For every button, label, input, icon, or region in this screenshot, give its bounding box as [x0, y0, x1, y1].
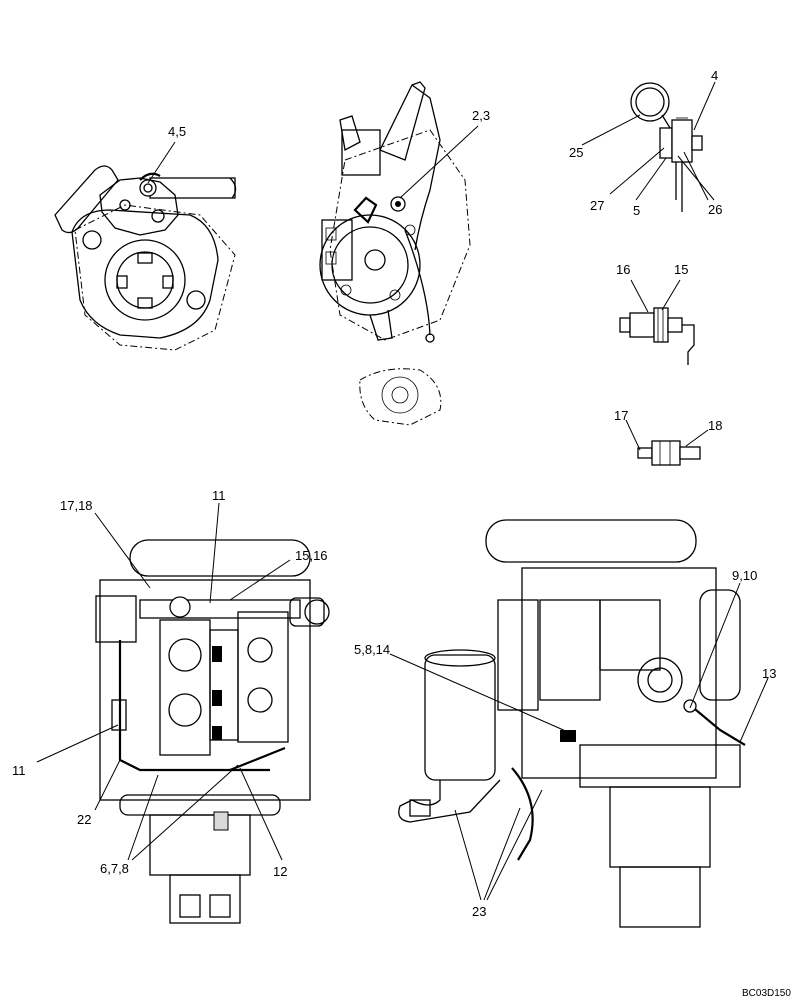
label-11-left: 11: [12, 763, 26, 778]
label-17-18: 17,18: [60, 498, 93, 513]
label-18: 18: [708, 418, 722, 433]
label-27: 27: [590, 198, 604, 213]
leader-lines: [36, 81, 769, 901]
label-26: 26: [708, 202, 722, 217]
label-22: 22: [77, 812, 91, 827]
starter-motor-view: [54, 165, 237, 351]
label-16: 16: [616, 262, 630, 277]
label-6-7-8: 6,7,8: [100, 861, 129, 876]
label-4-5: 4,5: [168, 124, 186, 139]
label-17: 17: [614, 408, 628, 423]
label-12: 12: [273, 864, 287, 879]
drawing-code: BC03D150: [742, 988, 791, 999]
alternator-view: [319, 81, 471, 426]
label-15-16: 15,16: [295, 548, 328, 563]
engine-right-view: [398, 519, 746, 928]
label-15: 15: [674, 262, 688, 277]
label-2-3: 2,3: [472, 108, 490, 123]
label-13: 13: [762, 666, 776, 681]
sensor-17-18-view: [637, 440, 701, 466]
label-5-8-14: 5,8,14: [354, 642, 390, 657]
label-25: 25: [569, 145, 583, 160]
callout-labels: 4,5 2,3 4 25 27 5 26 16 15 17 18 17,18 1…: [12, 68, 791, 999]
label-11-top: 11: [212, 488, 226, 503]
engine-left-view: [95, 539, 330, 924]
sensor-15-16-view: [619, 307, 695, 365]
label-9-10: 9,10: [732, 568, 757, 583]
label-23: 23: [472, 904, 486, 919]
label-4: 4: [711, 68, 718, 83]
label-5: 5: [633, 203, 640, 218]
